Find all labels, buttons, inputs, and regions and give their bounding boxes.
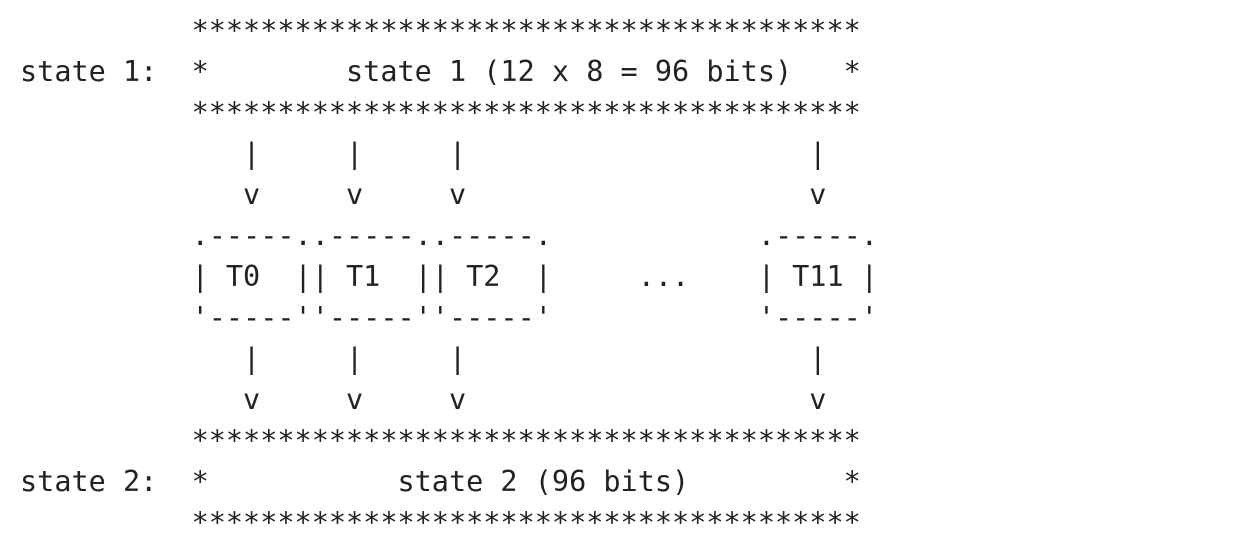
arrow-stems-lower: | | | | <box>20 342 827 375</box>
arrow-heads-upper: v v v v <box>20 178 827 211</box>
arrow-stems-upper: | | | | <box>20 137 827 170</box>
table-boxes-top: .-----..-----..-----. .-----. <box>20 219 878 252</box>
state2-top-border: *************************************** <box>20 424 861 457</box>
state2-row: state 2: * state 2 (96 bits) * <box>20 465 861 498</box>
table-boxes-labels: | T0 || T1 || T2 | ... | T11 | <box>20 260 878 293</box>
state1-top-border: *************************************** <box>20 14 861 47</box>
state2-bottom-border: *************************************** <box>20 506 861 539</box>
state1-bottom-border: *************************************** <box>20 96 861 129</box>
arrow-heads-lower: v v v v <box>20 383 827 416</box>
state1-row: state 1: * state 1 (12 x 8 = 96 bits) * <box>20 55 861 88</box>
table-boxes-bottom: '-----''-----''-----' '-----' <box>20 301 878 334</box>
